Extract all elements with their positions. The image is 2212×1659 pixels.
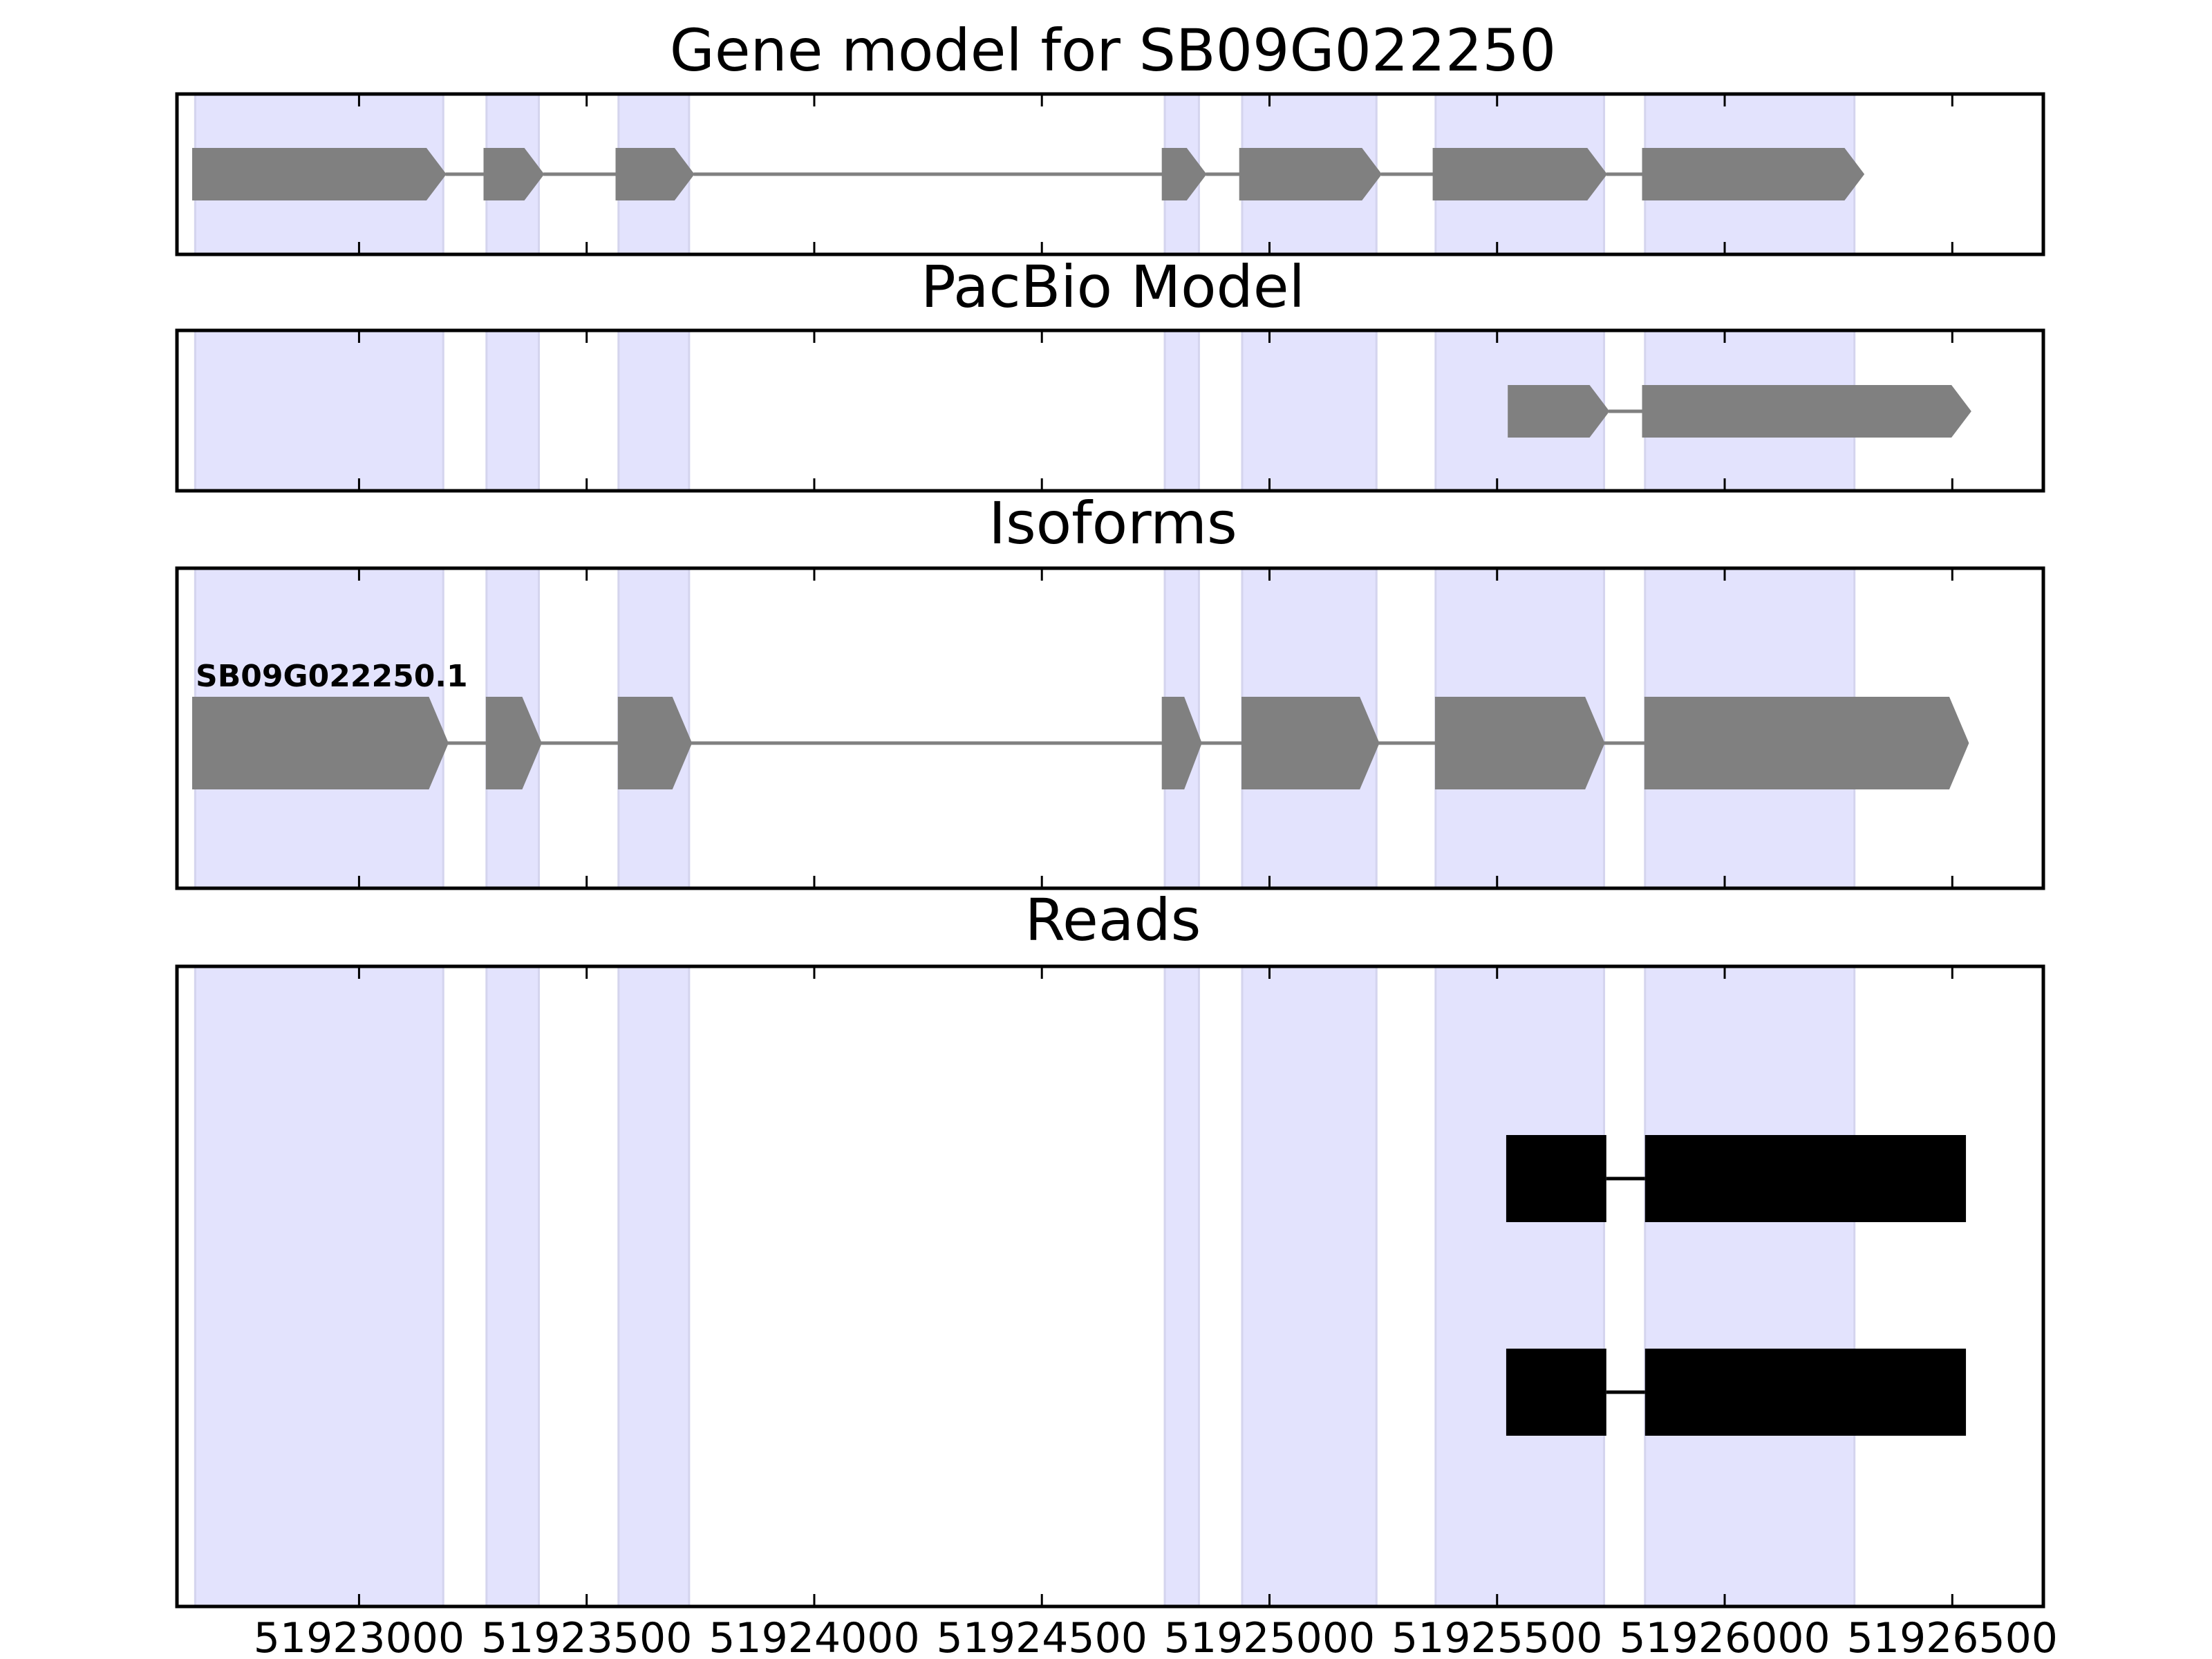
- x-tick-label: 51926000: [1619, 1614, 1830, 1659]
- panel-frame: [175, 566, 2045, 890]
- exon-block: [1642, 385, 1971, 438]
- pacbio-model-panel: PacBio Model: [175, 253, 2045, 493]
- exon-block: [485, 697, 542, 789]
- highlight-region: [1241, 329, 1378, 492]
- exon-block: [617, 697, 693, 789]
- panel-title-gene-model: Gene model for SB09G022250: [670, 17, 1556, 84]
- gene-model-panel: Gene model for SB09G022250: [175, 17, 2045, 256]
- x-tick-label: 51926500: [1847, 1614, 2058, 1659]
- x-tick-label: 51924500: [937, 1614, 1147, 1659]
- panel-frame: [175, 328, 2045, 493]
- highlight-region: [1241, 965, 1378, 1608]
- read-block: [1644, 1349, 1967, 1436]
- exon-block: [192, 148, 447, 200]
- panel-frame: [175, 964, 2045, 1609]
- read-block: [1644, 1135, 1967, 1222]
- exon-block: [1432, 148, 1608, 200]
- exon-block: [1642, 148, 1865, 200]
- exon-block: [1161, 697, 1202, 789]
- exon-block: [483, 148, 545, 200]
- exon-block: [1434, 697, 1605, 789]
- highlight-region: [485, 965, 541, 1608]
- highlight-region: [1434, 965, 1606, 1608]
- panel-title-isoforms: Isoforms: [988, 489, 1237, 557]
- exon-block: [1239, 148, 1382, 200]
- exon-block: [1161, 148, 1207, 200]
- highlight-region: [485, 329, 541, 492]
- reads-panel: Reads: [175, 886, 2045, 1609]
- panel-title-pacbio-model: PacBio Model: [921, 253, 1305, 321]
- x-tick-label: 51923000: [254, 1614, 465, 1659]
- exon-block: [615, 148, 695, 200]
- read-block: [1506, 1135, 1606, 1222]
- highlight-region: [1163, 329, 1200, 492]
- isoforms-panel: Isoforms SB09G022250.1: [175, 489, 2045, 890]
- isoform-label: SB09G022250.1: [196, 659, 468, 694]
- highlight-region: [1163, 965, 1200, 1608]
- highlight-region: [194, 329, 444, 492]
- x-axis: 51923000 51923500 51924000 51924500 51925000…: [254, 1614, 2058, 1659]
- x-tick-label: 51923500: [481, 1614, 692, 1659]
- highlight-region: [617, 965, 691, 1608]
- exon-block: [1241, 697, 1380, 789]
- highlight-region: [1644, 965, 1856, 1608]
- panel-frame: [175, 92, 2045, 256]
- x-tick-label: 51925500: [1391, 1614, 1602, 1659]
- read-block: [1506, 1349, 1606, 1436]
- x-tick-label: 51924000: [709, 1614, 919, 1659]
- exon-block: [1508, 385, 1610, 438]
- highlight-region: [617, 329, 691, 492]
- exon-block: [192, 697, 449, 789]
- x-tick-label: 51925000: [1164, 1614, 1375, 1659]
- highlight-region: [194, 965, 444, 1608]
- exon-block: [1644, 697, 1969, 789]
- panel-title-reads: Reads: [1025, 886, 1201, 954]
